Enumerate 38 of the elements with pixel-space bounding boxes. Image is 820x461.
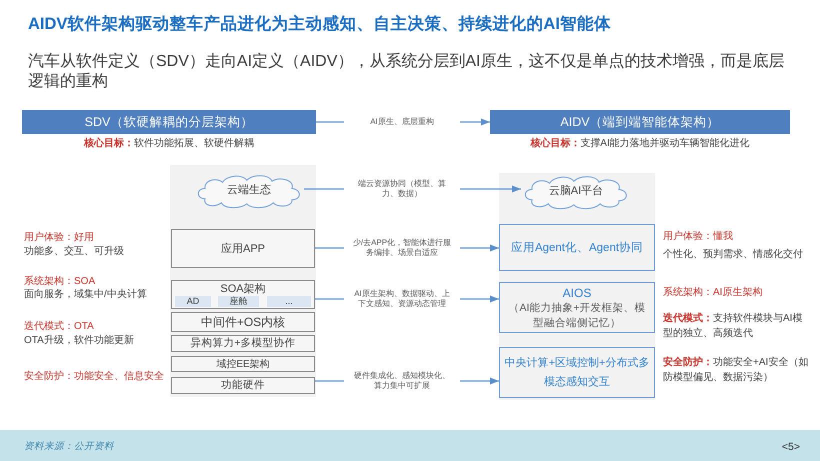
layer-box: 中间件+OS内核 — [171, 312, 315, 332]
aspect-text: 安全防护：功能安全+AI安全（如防模型偏见、数据污染） — [663, 355, 810, 385]
edge-label: AI原生、底层重构 — [370, 117, 434, 127]
edge-label: 少/去APP化，智能体进行服务编排、场景自适应 — [351, 238, 453, 258]
aspect-text: 个性化、预判需求、情感化交付 — [663, 248, 803, 261]
aspect-heading: 安全防护：功能安全、信息安全 — [24, 370, 164, 383]
page-number: <5> — [782, 441, 800, 453]
subtitle: 汽车从软件定义（SDV）走向AI定义（AIDV），从系统分层到AI原生，这不仅是单点的技术增强，而是底层逻辑的重构 — [28, 52, 786, 92]
aspect-text: 迭代模式：支持软件模块与AI模型的独立、高频迭代 — [663, 312, 804, 341]
module-tag: ... — [267, 296, 311, 307]
layer-box: 异构算力+多模型协作 — [171, 335, 315, 352]
layer-box: 域控EE架构 — [171, 356, 315, 372]
node-title: AIOS — [562, 284, 592, 300]
aspect-text: 功能多、交互、可升级 — [24, 245, 124, 258]
header-bar: AIDV（端到端智能体架构） — [490, 110, 790, 134]
node-title: SOA架构 — [219, 282, 267, 296]
aspect-text: OTA升级，软件功能更新 — [24, 334, 134, 347]
aspect-heading: 系统架构：AI原生架构 — [663, 286, 762, 299]
source-note: 资料来源：公开资料 — [24, 441, 114, 453]
goal-text: 核心目标：支撑AI能力落地并驱动车辆智能化进化 — [530, 138, 750, 150]
goal-text: 核心目标：软件功能拓展、软硬件解耦 — [84, 138, 254, 150]
aspect-heading: 迭代模式：OTA — [24, 320, 94, 333]
node-text: （AI能力抽象+开发框架、模型融合端侧记忆） — [507, 300, 647, 330]
aspect-heading: 用户体验：好用 — [24, 231, 94, 244]
aspect-heading: 系统架构：SOA — [24, 275, 96, 288]
layer-box: 应用APP — [171, 229, 315, 268]
layer-box: 应用Agent化、Agent协同 — [499, 224, 655, 271]
module-tag: 座舱 — [218, 296, 259, 307]
edge-label: AI原生架构、数据驱动、上下文感知、资源动态管理 — [351, 289, 453, 309]
aspect-text: 面向服务，域集中/中央计算 — [24, 288, 147, 301]
layer-box: 功能硬件 — [171, 377, 315, 394]
layer-box — [171, 280, 315, 309]
aspect-heading: 用户体验：懂我 — [663, 230, 733, 243]
layer-box — [499, 282, 655, 333]
title: AIDV软件架构驱动整车产品进化为主动感知、自主决策、持续进化的AI智能体 — [28, 14, 611, 35]
layer-box: 中央计算+区域控制+分布式多模态感知交互 — [499, 347, 655, 398]
header-bar: SDV（软硬解耦的分层架构） — [22, 110, 316, 134]
module-tag: AD — [175, 296, 211, 307]
